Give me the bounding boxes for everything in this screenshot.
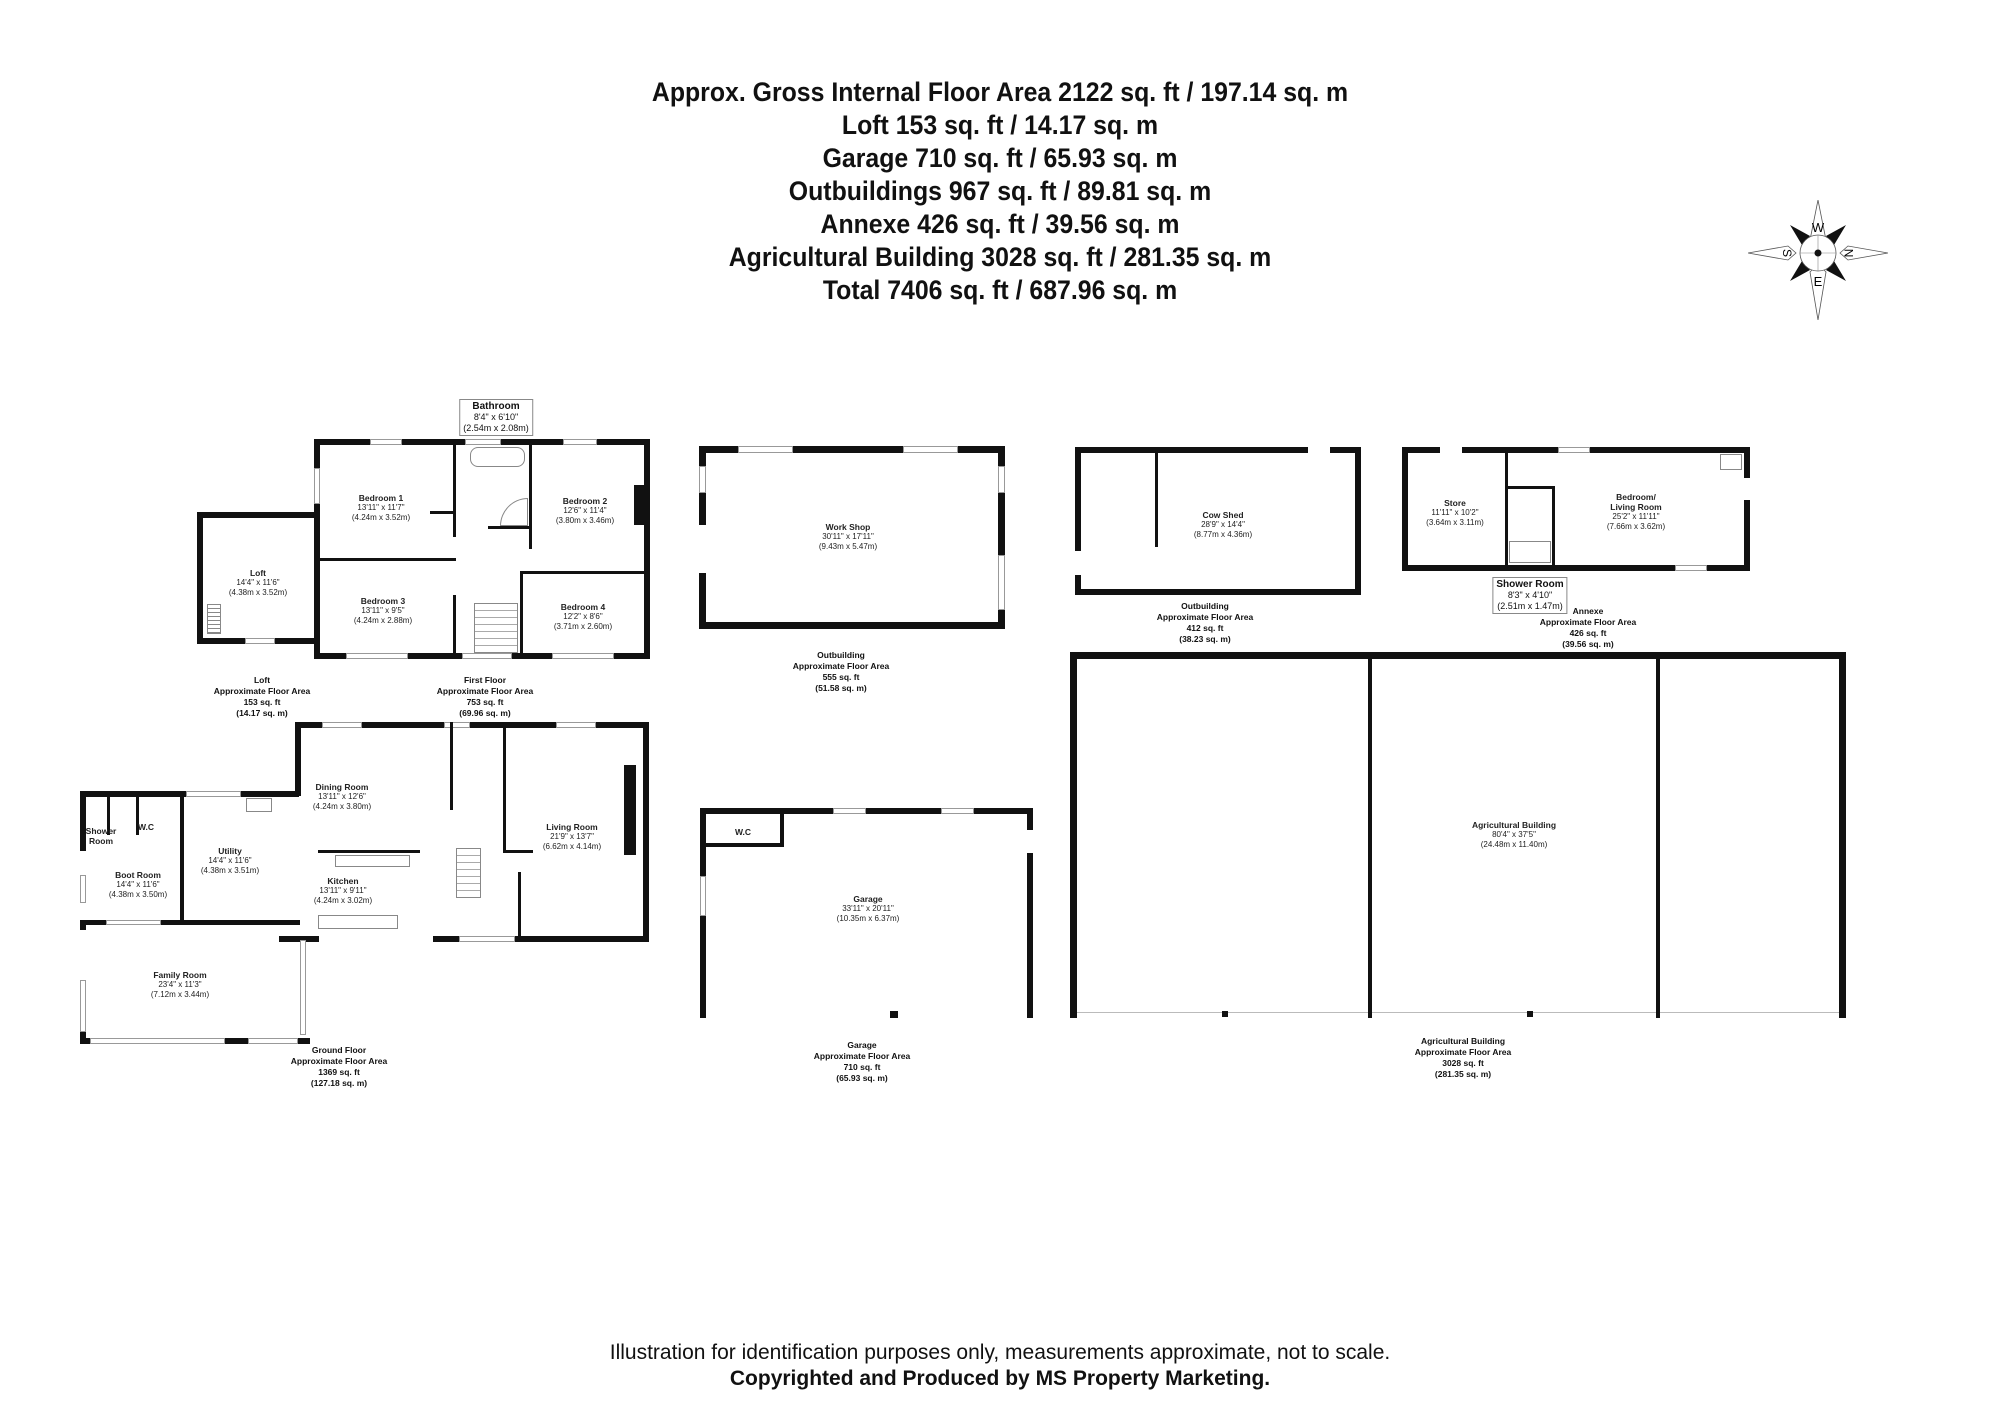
sink-icon: [318, 915, 398, 929]
room-label-living-room: Living Room 21'9" x 13'7" (6.62m x 4.14m…: [542, 822, 602, 851]
room-label-utility: Utility 14'4" x 11'6" (4.38m x 3.51m): [200, 846, 260, 875]
bath-icon: [470, 447, 525, 467]
room-label-bedroom-2: Bedroom 2 12'6" x 11'4" (3.80m x 3.46m): [555, 496, 615, 525]
area-label-cowshed: Outbuilding Approximate Floor Area 412 s…: [1156, 601, 1254, 644]
area-label-agricultural-building: Agricultural Building Approximate Floor …: [1414, 1036, 1512, 1079]
annexe-sink-icon: [1720, 454, 1742, 470]
hob-icon: [335, 855, 410, 867]
room-label-bedroom-3: Bedroom 3 13'11" x 9'5" (4.24m x 2.88m): [353, 596, 413, 625]
svg-text:N: N: [1842, 249, 1856, 258]
summary-line-garage: Garage 710 sq. ft / 65.93 sq. m: [822, 143, 1178, 173]
copyright-text: Copyrighted and Produced by MS Property …: [729, 1367, 1271, 1390]
room-label-cow-shed: Cow Shed 28'9" x 14'4" (8.77m x 4.36m): [1193, 510, 1253, 539]
svg-text:S: S: [1780, 249, 1794, 257]
room-label-bedroom-1: Bedroom 1 13'11" x 11'7" (4.24m x 3.52m): [351, 493, 411, 522]
summary-line-gross: Approx. Gross Internal Floor Area 2122 s…: [651, 77, 1349, 107]
annexe-shower-tray: [1509, 541, 1551, 563]
utility-sink-icon: [246, 798, 272, 812]
room-label-store: Store 11'11" x 10'2" (3.64m x 3.11m): [1426, 498, 1484, 527]
room-label-shower-room: Shower Room: [85, 826, 117, 846]
room-label-kitchen: Kitchen 13'11" x 9'11" (4.24m x 3.02m): [313, 876, 373, 905]
summary-line-outbuildings: Outbuildings 967 sq. ft / 89.81 sq. m: [788, 176, 1212, 206]
summary-line-agricultural: Agricultural Building 3028 sq. ft / 281.…: [728, 242, 1272, 272]
room-label-agricultural-building: Agricultural Building 80'4" x 37'5" (24.…: [1471, 820, 1557, 849]
area-label-loft: Loft Approximate Floor Area 153 sq. ft (…: [213, 675, 311, 718]
stairs-icon: [456, 848, 481, 898]
svg-text:W: W: [1812, 220, 1825, 235]
summary-line-loft: Loft 153 sq. ft / 14.17 sq. m: [841, 110, 1159, 140]
area-label-garage: Garage Approximate Floor Area 710 sq. ft…: [813, 1040, 911, 1083]
area-label-ground-floor: Ground Floor Approximate Floor Area 1369…: [290, 1045, 388, 1088]
svg-text:E: E: [1814, 274, 1823, 289]
stairs-icon: [474, 603, 518, 653]
summary-line-annexe: Annexe 426 sq. ft / 39.56 sq. m: [820, 209, 1180, 239]
area-label-workshop: Outbuilding Approximate Floor Area 555 s…: [792, 650, 890, 693]
area-label-annexe: Annexe Approximate Floor Area 426 sq. ft…: [1539, 606, 1637, 649]
room-label-dining-room: Dining Room 13'11" x 12'6" (4.24m x 3.80…: [312, 782, 372, 811]
area-label-first-floor: First Floor Approximate Floor Area 753 s…: [436, 675, 534, 718]
compass-rose-icon: W E S N: [1747, 199, 1889, 321]
footer: Illustration for identification purposes…: [0, 1340, 2000, 1392]
room-label-bedroom-living-room: Bedroom/ Living Room 25'2" x 11'11" (7.6…: [1606, 492, 1666, 531]
room-label-family-room: Family Room 23'4" x 11'3" (7.12m x 3.44m…: [150, 970, 210, 999]
room-label-workshop: Work Shop 30'11" x 17'11" (9.43m x 5.47m…: [818, 522, 878, 551]
disclaimer-text: Illustration for identification purposes…: [609, 1341, 1391, 1364]
room-label-garage-wc: W.C: [734, 827, 752, 837]
room-label-loft: Loft 14'4" x 11'6" (4.38m x 3.52m): [228, 568, 288, 597]
shower-icon: [500, 498, 528, 526]
room-label-bedroom-4: Bedroom 4 12'2" x 8'6" (3.71m x 2.60m): [553, 602, 613, 631]
area-summary: Approx. Gross Internal Floor Area 2122 s…: [80, 76, 1920, 307]
room-label-annexe-shower-room: Shower Room 8'3" x 4'10" (2.51m x 1.47m): [1492, 577, 1568, 614]
room-label-garage: Garage 33'11" x 20'11" (10.35m x 6.37m): [836, 894, 900, 923]
room-label-boot-room: Boot Room 14'4" x 11'6" (4.38m x 3.50m): [108, 870, 168, 899]
loft-ladder: [207, 604, 221, 634]
summary-line-total: Total 7406 sq. ft / 687.96 sq. m: [822, 275, 1178, 305]
room-label-bathroom: Bathroom 8'4" x 6'10" (2.54m x 2.08m): [459, 399, 533, 436]
room-label-wc: W.C: [137, 822, 155, 832]
